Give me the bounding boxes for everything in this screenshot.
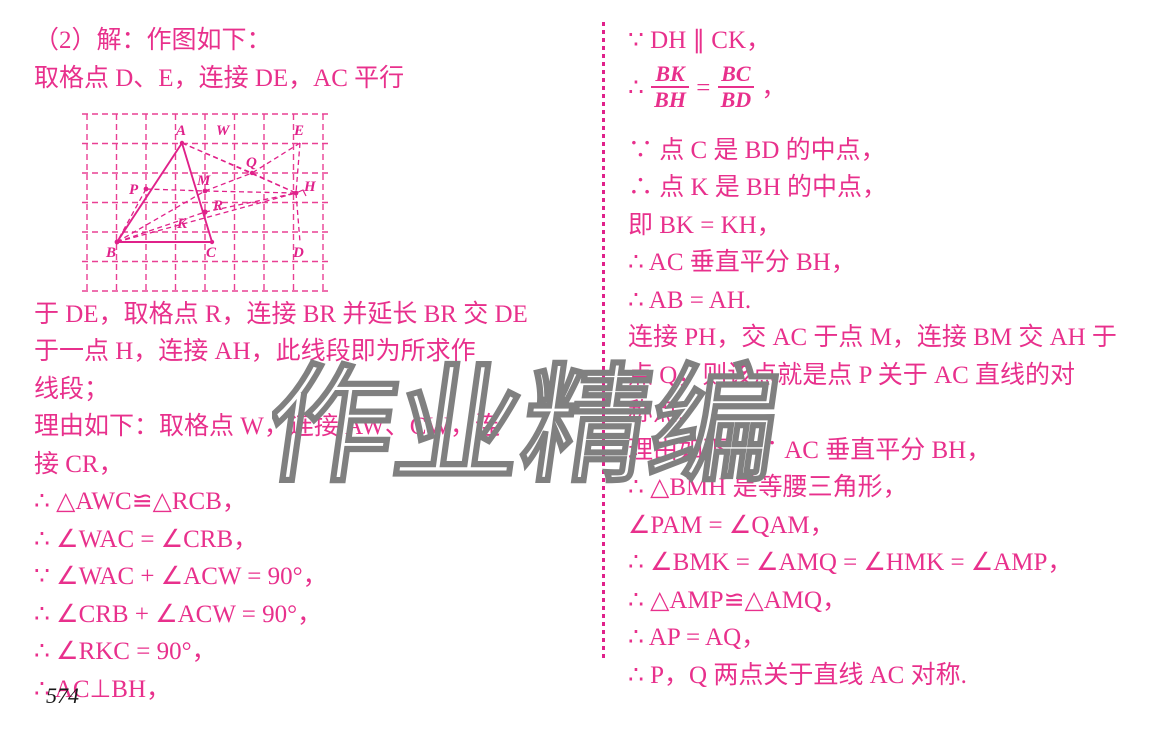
- fraction-numerator-bc: BC: [721, 61, 751, 86]
- left-line-10: ∵ ∠WAC + ∠ACW = 90°，: [34, 563, 328, 590]
- right-line-1: ∵ DH ∥ CK，: [628, 27, 771, 54]
- geometry-figure: A W E Q M H P R K B C D: [80, 105, 332, 293]
- page-number: 574: [46, 683, 79, 708]
- equals-symbol: =: [696, 74, 711, 102]
- geometry-svg: A W E Q M H P R K B C D: [82, 113, 329, 292]
- figure-label-A: A: [175, 123, 186, 139]
- figure-label-W: W: [216, 123, 231, 139]
- left-line-9: ∴ ∠WAC = ∠CRB，: [34, 526, 259, 553]
- left-line-5: 线段；: [34, 376, 110, 403]
- figure-label-Q: Q: [246, 155, 257, 171]
- fraction-bk-bh: BK BH: [651, 62, 689, 112]
- left-line-8: ∴ △AWC≌△RCB，: [34, 488, 247, 515]
- left-line-1: （2）解：作图如下：: [34, 27, 272, 54]
- figure-label-B: B: [105, 245, 116, 261]
- grid-lines: [82, 113, 329, 292]
- figure-point-dots: [114, 140, 299, 245]
- figure-label-E: E: [293, 123, 304, 139]
- fraction-trailing-comma: ，: [761, 74, 787, 102]
- triangle-abc-solid: [116, 142, 213, 243]
- left-line-4: 于一点 H，连接 AH，此线段即为所求作: [34, 338, 476, 365]
- right-angle-mark: [295, 189, 307, 197]
- right-line-4: 即 BK = KH，: [628, 212, 782, 239]
- figure-label-R: R: [212, 198, 223, 214]
- figure-label-C: C: [206, 245, 217, 261]
- left-line-3: 于 DE，取格点 R，连接 BR 并延长 BR 交 DE: [34, 301, 528, 328]
- fraction-bc-bd: BC BD: [717, 61, 755, 112]
- right-line-8: 点 Q，则该点就是点 P 关于 AC 直线的对: [628, 362, 1076, 389]
- left-line-6: 理由如下：取格点 W，连接 AW、CW，连: [34, 413, 501, 440]
- figure-label-K: K: [176, 216, 188, 232]
- right-line-5: ∴ AC 垂直平分 BH，: [628, 249, 856, 276]
- right-line-14: ∴ △AMP≌△AMQ，: [628, 587, 848, 614]
- fraction-denominator-bh: BH: [651, 85, 689, 112]
- column-divider: [602, 22, 605, 658]
- right-line-6: ∴ AB = AH.: [628, 287, 752, 314]
- right-line-7: 连接 PH，交 AC 于点 M，连接 BM 交 AH 于: [628, 324, 1117, 351]
- right-line-2: ∵ 点 C 是 BD 的中点，: [628, 137, 886, 164]
- right-line-12: ∠PAM = ∠QAM，: [628, 512, 835, 539]
- figure-label-H: H: [303, 179, 317, 195]
- right-line-11: ∴ △BMH 是等腰三角形，: [628, 474, 908, 501]
- left-line-13: ∴ AC⊥BH，: [34, 676, 172, 703]
- construction-dashed-lines: [116, 142, 301, 243]
- figure-label-P: P: [129, 182, 139, 198]
- left-line-2: 取格点 D、E，连接 DE，AC 平行: [34, 65, 405, 92]
- therefore-symbol: ∴: [628, 74, 644, 102]
- right-line-3: ∴ 点 K 是 BH 的中点，: [628, 174, 888, 201]
- right-line-9: 称点.: [628, 399, 685, 426]
- fraction-equation-line: ∴ BK BH = BC BD ，: [628, 62, 786, 112]
- right-line-15: ∴ AP = AQ，: [628, 624, 767, 651]
- right-line-13: ∴ ∠BMK = ∠AMQ = ∠HMK = ∠AMP，: [628, 549, 1073, 576]
- left-line-12: ∴ ∠RKC = 90°，: [34, 638, 217, 665]
- fraction-denominator-bd: BD: [717, 85, 755, 112]
- fraction-numerator-bk: BK: [655, 61, 685, 86]
- left-line-11: ∴ ∠CRB + ∠ACW = 90°，: [34, 601, 323, 628]
- figure-label-D: D: [292, 245, 304, 261]
- figure-label-M: M: [196, 173, 211, 189]
- figure-point-labels: A W E Q M H P R K B C D: [105, 123, 317, 261]
- right-line-16: ∴ P，Q 两点关于直线 AC 对称.: [628, 662, 967, 689]
- right-line-10: 理由如下：∵ AC 垂直平分 BH，: [628, 437, 992, 464]
- left-line-7: 接 CR，: [34, 451, 124, 478]
